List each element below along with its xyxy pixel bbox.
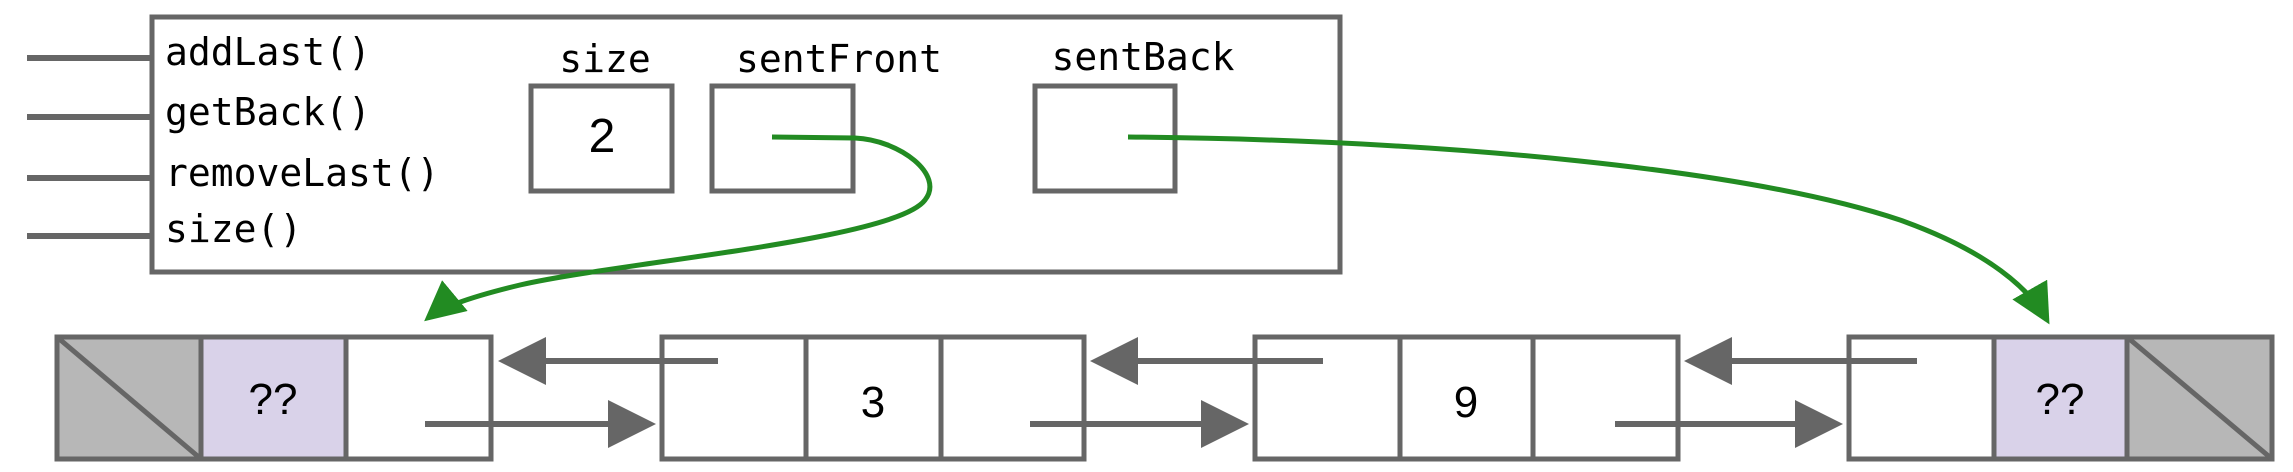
method-addLast: addLast() [165, 30, 371, 74]
method-removeLast: removeLast() [165, 151, 440, 195]
back-sentinel-node: ?? [1846, 334, 2275, 462]
sentBack-field-label: sentBack [1051, 35, 1234, 79]
next-cell [938, 334, 1087, 462]
list-node: 9 [1252, 334, 1681, 462]
sentFront-field-label: sentFront [736, 37, 942, 81]
sentBack-reference-arrow [1127, 134, 2050, 325]
method-getBack: getBack() [165, 90, 371, 134]
front-sentinel-node: ?? [54, 334, 494, 462]
item-value: 9 [1454, 378, 1478, 427]
item-value: ?? [249, 375, 298, 424]
deque-object: addLast() getBack() removeLast() size() … [27, 14, 1343, 275]
item-cell [803, 334, 944, 462]
size-field-box [528, 83, 675, 194]
size-field-label: size [559, 37, 651, 81]
null-slash-icon [55, 335, 203, 461]
list-node: 3 [659, 334, 1087, 462]
prev-cell [1252, 334, 1403, 462]
null-slash-icon [2125, 335, 2274, 461]
sentFront-reference-arrow [424, 134, 933, 322]
next-cell [343, 334, 494, 462]
size-field-value: 2 [589, 110, 616, 163]
prev-cell [659, 334, 809, 462]
prev-cell [1846, 334, 1997, 462]
item-value: 3 [861, 378, 885, 427]
item-value: ?? [2036, 375, 2085, 424]
next-cell [1530, 334, 1681, 462]
item-cell [1991, 334, 2130, 462]
method-size: size() [165, 207, 302, 251]
